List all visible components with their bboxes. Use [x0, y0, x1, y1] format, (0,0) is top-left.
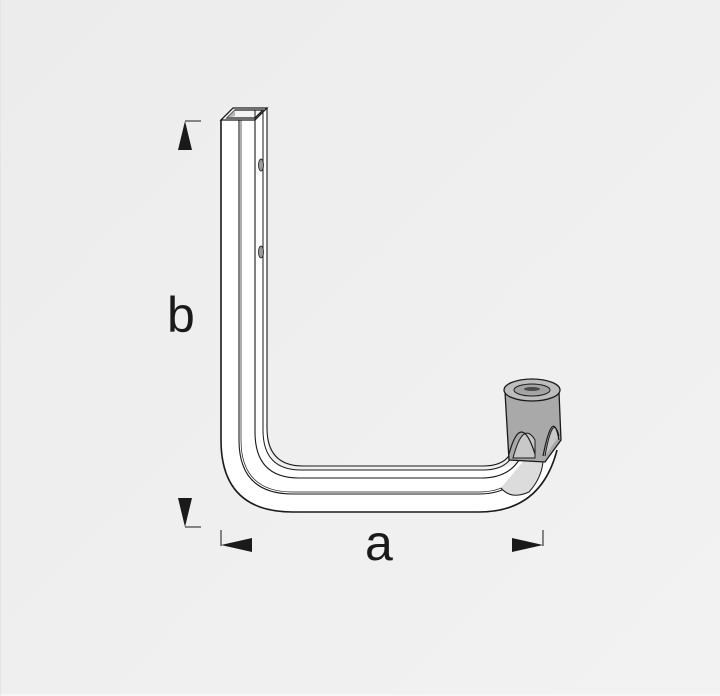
- end-cap: [503, 378, 562, 463]
- hook-tube: [220, 108, 558, 513]
- arrow-up-icon: [178, 121, 192, 150]
- cap-logo-icon: [524, 387, 540, 391]
- arrow-left-icon: [221, 538, 252, 552]
- tube-top-opening: [219, 107, 269, 121]
- screw-hole-icon: [258, 245, 264, 259]
- arrow-down-icon: [178, 498, 192, 527]
- dimension-a-markers: [220, 530, 544, 552]
- dimension-label-b: b: [167, 287, 195, 343]
- dimension-label-a: a: [365, 515, 393, 571]
- screw-hole-icon: [258, 158, 264, 172]
- arrow-right-icon: [512, 538, 543, 552]
- dimension-b-markers: [178, 120, 201, 528]
- screw-holes: [258, 158, 264, 259]
